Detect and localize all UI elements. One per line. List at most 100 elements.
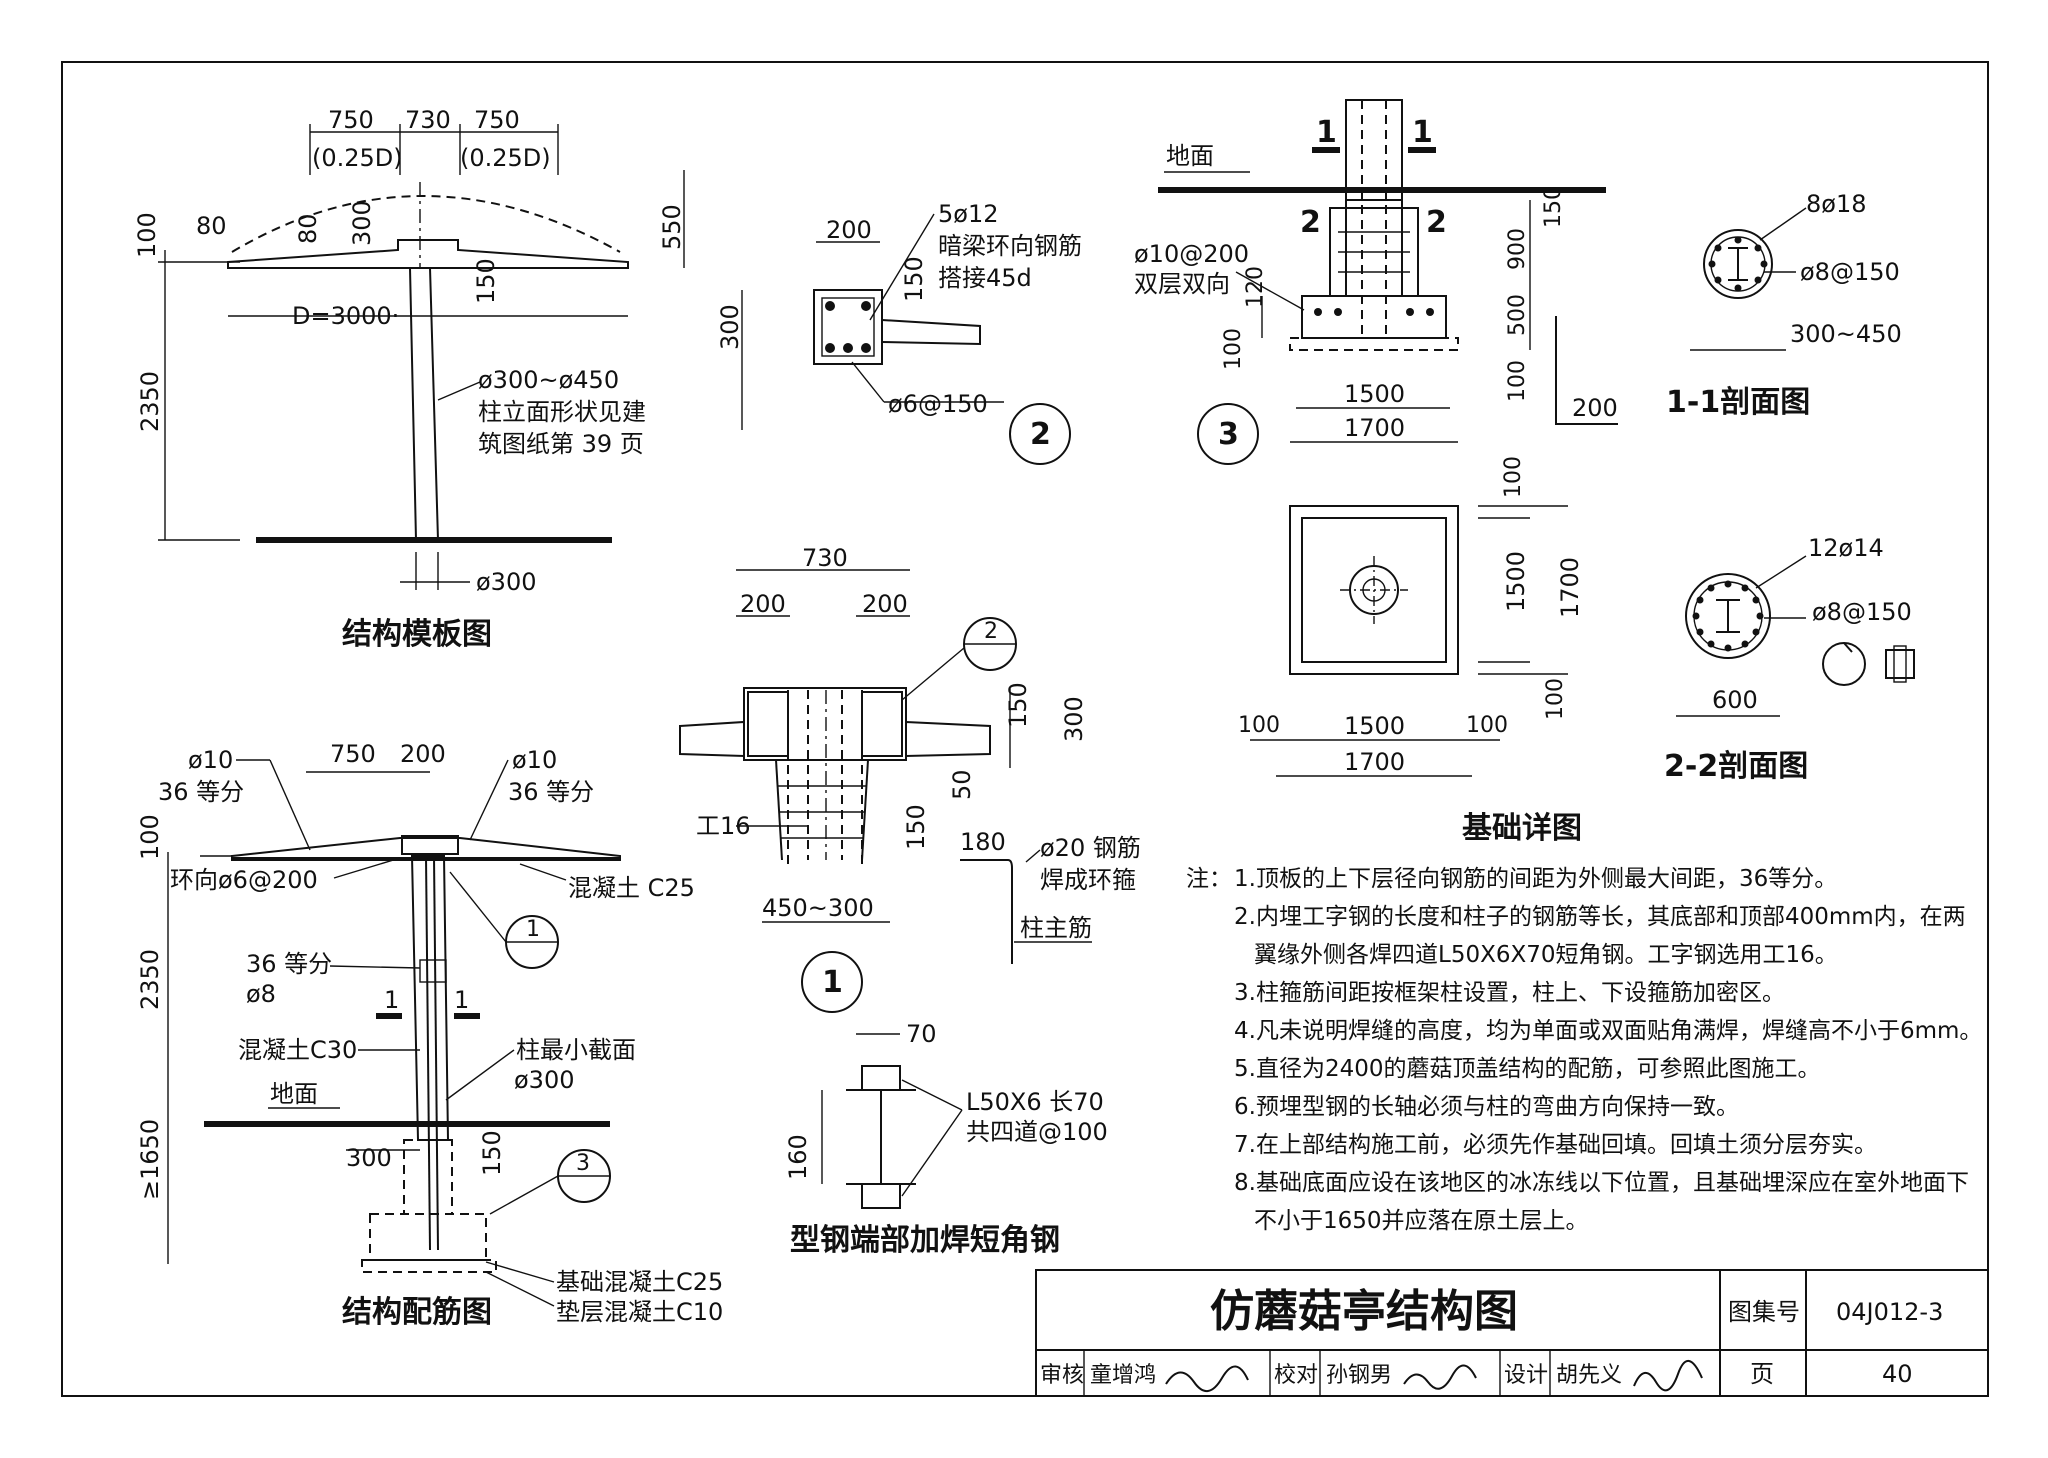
column-note-line2: 筑图纸第 39 页 <box>478 430 644 458</box>
detail2-dim-200: 200 <box>826 216 872 244</box>
detail3-marker <box>1197 403 1259 465</box>
detail3-dim-150: 150 <box>1541 186 1566 228</box>
detail3-layers: 双层双向 <box>1134 270 1230 298</box>
detail1-dim-50: 50 <box>948 769 976 800</box>
note-1: 1.顶板的上下层径向钢筋的间距为外侧最大间距，36等分。 <box>1234 866 1837 892</box>
detail3-dim-100: 100 <box>1221 328 1246 370</box>
detail1-dim-200a: 200 <box>740 590 786 618</box>
atlas-number: 04J012-3 <box>1836 1298 1943 1326</box>
plan-dim-100-left: 100 <box>1238 713 1280 738</box>
ring-bar-label: 环向ø6@200 <box>170 866 318 894</box>
hoop-sketch-circle <box>1822 642 1866 686</box>
roof-slab <box>227 239 629 269</box>
detail-2: 5ø12 暗梁环向钢筋 搭接45d 200 150 300 ø6@150 2 <box>716 200 1082 465</box>
rebar-dim-100: 100 <box>136 814 164 860</box>
page-number: 40 <box>1882 1360 1913 1388</box>
atlas-label: 图集号 <box>1728 1298 1800 1326</box>
note-2-cont: 翼缘外侧各焊四道L50X6X70短角钢。工字钢选用工16。 <box>1254 942 1838 968</box>
rebar-view-title: 结构配筋图 <box>342 1295 492 1330</box>
detail2-note2: 搭接45d <box>938 264 1032 292</box>
column-base-dia: ø300 <box>476 568 537 596</box>
detail3-sec2-left: 2 <box>1300 205 1321 240</box>
detail1-number: 1 <box>822 965 843 1000</box>
notes-label: 注： <box>1186 866 1232 892</box>
dim-550-formwork: 550 <box>658 204 686 250</box>
dim-300-formwork: 300 <box>348 200 376 246</box>
callout-1-number: 1 <box>526 917 540 942</box>
note-5: 5.直径为2400的蘑菇顶盖结构的配筋，可参照此图施工。 <box>1234 1056 1820 1082</box>
section22-circle <box>1685 573 1771 659</box>
detail1-dim-range: 450~300 <box>762 894 874 922</box>
notes-block: 注： 1.顶板的上下层径向钢筋的间距为外侧最大间距，36等分。 2.内埋工字钢的… <box>1186 866 1982 1234</box>
section11-circle <box>1703 229 1773 299</box>
rebar-dim-200: 200 <box>400 740 446 768</box>
plan-dim-100-top: 100 <box>1501 456 1526 498</box>
column-note-line1: 柱立面形状见建 <box>478 398 646 426</box>
min-section-label: 柱最小截面 <box>516 1036 636 1064</box>
detail2-bars: 5ø12 <box>938 200 999 228</box>
note-6: 6.预埋型钢的长轴必须与柱的弯曲方向保持一致。 <box>1234 1094 1739 1120</box>
page-label: 页 <box>1750 1360 1774 1388</box>
review-label: 审核 <box>1040 1363 1084 1388</box>
check-label: 校对 <box>1274 1363 1318 1388</box>
note-2: 2.内埋工字钢的长度和柱子的钢筋等长，其底部和顶部400mm内，在两 <box>1234 904 1966 930</box>
dim-D-3000: D=3000· <box>292 302 399 330</box>
rebar-right-bar: ø10 <box>512 746 557 774</box>
foundation-concrete-label: 基础混凝土C25 <box>556 1268 723 1296</box>
detail3-dim-1500: 1500 <box>1344 380 1405 408</box>
detail1-beam-label: 工16 <box>696 812 751 840</box>
note-3: 3.柱箍筋间距按框架柱设置，柱上、下设箍筋加密区。 <box>1234 980 1785 1006</box>
angle-dim-160: 160 <box>784 1134 812 1180</box>
detail1-marker <box>801 951 863 1013</box>
rebar-column <box>410 855 450 1141</box>
bar-8-label: ø8 <box>246 980 276 1008</box>
section-mark-right: 1 <box>454 986 469 1014</box>
detail2-number: 2 <box>1030 417 1051 452</box>
note-4: 4.凡未说明焊缝的高度，均为单面或双面贴角满焊，焊缝高不小于6mm。 <box>1234 1018 1982 1044</box>
concrete-c30-label: 混凝土C30 <box>238 1036 357 1064</box>
detail1-hook-length: 180 <box>960 828 1006 856</box>
detail3-dim-900: 900 <box>1505 228 1530 270</box>
detail1-dim-200b: 200 <box>862 590 908 618</box>
rebar-left-bar: ø10 <box>188 746 233 774</box>
dim-730-top: 730 <box>405 106 451 134</box>
detail3-dim-120: 120 <box>1243 266 1268 308</box>
rebar-ground-label: 地面 <box>270 1080 318 1108</box>
callout-3-number: 3 <box>576 1151 590 1176</box>
rebar-dim-300: 300 <box>346 1144 392 1172</box>
section11-bars: 8ø18 <box>1806 190 1867 218</box>
checker-name: 孙钢男 <box>1326 1363 1392 1388</box>
foundation-plan: 100 1500 1700 100 100 1500 100 1700 基础详图 <box>1238 456 1584 846</box>
detail2-beam-section <box>813 289 883 365</box>
section-1-1: 8ø18 ø8@150 300~450 1-1剖面图 <box>1666 190 1902 420</box>
plan-dim-100-right: 100 <box>1466 713 1508 738</box>
section11-title: 1-1剖面图 <box>1666 385 1810 420</box>
detail-3: 地面 1 1 2 2 ø10@200 双层双向 120 100 150 900 … <box>1134 99 1618 465</box>
section22-title: 2-2剖面图 <box>1664 749 1808 784</box>
detail3-bars: ø10@200 <box>1134 240 1249 268</box>
section11-dia: 300~450 <box>1790 320 1902 348</box>
detail-1: 730 200 200 工16 150 300 50 150 450~300 2 <box>679 544 1141 1013</box>
note-7: 7.在上部结构施工前，必须先作基础回填。回填土须分层夯实。 <box>1234 1132 1877 1158</box>
section11-stirrup: ø8@150 <box>1800 258 1900 286</box>
plan-dim-1700-h: 1700 <box>1344 748 1405 776</box>
dim-150-formwork: 150 <box>472 258 500 304</box>
angle-detail: 70 160 L50X6 长70 共四道@100 型钢端部加焊短角钢 <box>784 1020 1108 1258</box>
hoop-sketch-square <box>1885 649 1915 679</box>
dim-750-right: 750 <box>474 106 520 134</box>
detail2-dim-150: 150 <box>900 256 928 302</box>
footing-inner <box>1301 517 1447 663</box>
detail1-dim-150: 150 <box>1004 682 1032 728</box>
dim-ratio-left: (0.25D) <box>312 144 403 172</box>
detail3-dim-500: 500 <box>1505 294 1530 336</box>
detail2-stirrup: ø6@150 <box>888 390 988 418</box>
cushion-concrete-label: 垫层混凝土C10 <box>556 1298 723 1326</box>
sheet-border <box>61 61 1989 1397</box>
detail3-dim-200: 200 <box>1572 394 1618 422</box>
dim-100-formwork: 100 <box>133 212 161 258</box>
section22-bars: 12ø14 <box>1808 534 1884 562</box>
detail3-sec2-right: 2 <box>1426 205 1447 240</box>
min-section-dia: ø300 <box>514 1066 575 1094</box>
designer-signature <box>1633 1360 1703 1392</box>
foundation-plan-title: 基础详图 <box>1462 811 1582 846</box>
